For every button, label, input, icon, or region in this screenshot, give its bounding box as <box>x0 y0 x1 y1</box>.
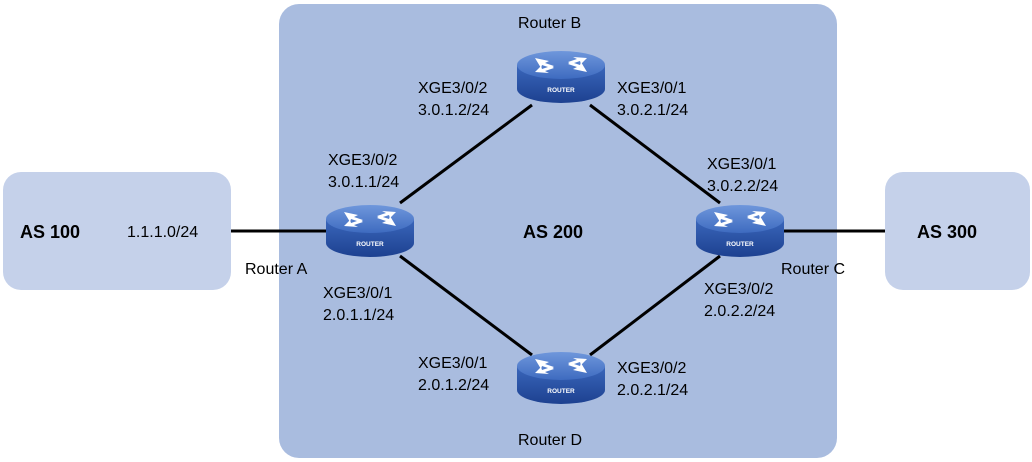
if-c-to-d-ip: 2.0.2.2/24 <box>704 303 775 320</box>
if-b-to-a-port: XGE3/0/2 <box>418 80 487 97</box>
as300-area <box>885 172 1030 290</box>
if-a-to-d-port: XGE3/0/1 <box>323 285 392 302</box>
if-a-to-b-ip: 3.0.1.1/24 <box>328 174 399 191</box>
router-d-icon: ROUTER <box>517 352 605 404</box>
if-a-to-d-ip: 2.0.1.1/24 <box>323 307 394 324</box>
if-c-to-b-ip: 3.0.2.2/24 <box>707 178 778 195</box>
router-a-icon: ROUTER <box>326 205 414 257</box>
link-router-a-router-d <box>399 254 533 357</box>
if-c-to-d-port: XGE3/0/2 <box>704 281 773 298</box>
if-d-to-c-ip: 2.0.2.1/24 <box>617 382 688 399</box>
router-a-name: Router A <box>245 261 308 278</box>
router-b-name: Router B <box>518 15 581 32</box>
as200-area <box>279 4 837 458</box>
router-b-icon: ROUTER <box>517 51 605 103</box>
link-router-b-router-c <box>589 103 721 205</box>
as100-network: 1.1.1.0/24 <box>127 224 198 241</box>
if-b-to-c-port: XGE3/0/1 <box>617 80 686 97</box>
if-b-to-c-ip: 3.0.2.1/24 <box>617 102 688 119</box>
router-c-tag: ROUTER <box>726 241 754 248</box>
router-c-icon: ROUTER <box>696 205 784 257</box>
router-c-name: Router C <box>781 261 845 278</box>
router-a-tag: ROUTER <box>356 241 384 248</box>
if-d-to-a-ip: 2.0.1.2/24 <box>418 377 489 394</box>
as200-label: AS 200 <box>523 222 583 242</box>
if-d-to-c-port: XGE3/0/2 <box>617 360 686 377</box>
router-d-name: Router D <box>518 432 582 449</box>
link-router-d-router-c <box>589 254 721 357</box>
as100-area <box>3 172 231 290</box>
if-a-to-b-port: XGE3/0/2 <box>328 152 397 169</box>
if-b-to-a-ip: 3.0.1.2/24 <box>418 102 489 119</box>
as100-label: AS 100 <box>20 222 80 242</box>
link-router-a-router-b <box>399 103 533 205</box>
if-c-to-b-port: XGE3/0/1 <box>707 156 776 173</box>
router-d-tag: ROUTER <box>547 388 575 395</box>
as300-label: AS 300 <box>917 222 977 242</box>
router-b-tag: ROUTER <box>547 87 575 94</box>
if-d-to-a-port: XGE3/0/1 <box>418 355 487 372</box>
